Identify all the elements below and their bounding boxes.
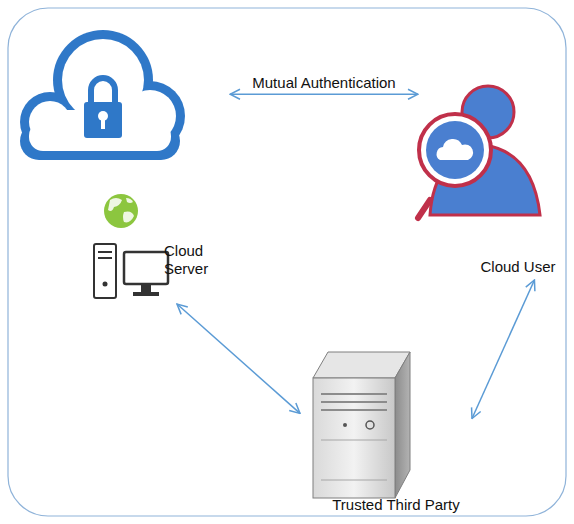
- cloud-icon: [20, 30, 185, 160]
- globe-icon: [104, 194, 138, 228]
- connector-arrow: [472, 280, 534, 419]
- cloud-user-icon: [418, 86, 540, 218]
- node-label: Cloud Server: [164, 242, 226, 278]
- node-box: Cloud User: [418, 80, 560, 280]
- node-label: Trusted Third Party: [326, 496, 466, 514]
- frame: [8, 8, 566, 516]
- node-box: Trusted Third Party: [300, 345, 472, 516]
- trusted-server-icon: [313, 352, 410, 498]
- edge-label: Mutual Authentication: [249, 74, 398, 92]
- connector-arrow: [230, 93, 418, 95]
- connector-arrow: [177, 304, 300, 413]
- node-box: Cloud Server: [18, 28, 230, 304]
- computer-icon: [94, 244, 168, 298]
- node-label: Cloud User: [476, 258, 560, 276]
